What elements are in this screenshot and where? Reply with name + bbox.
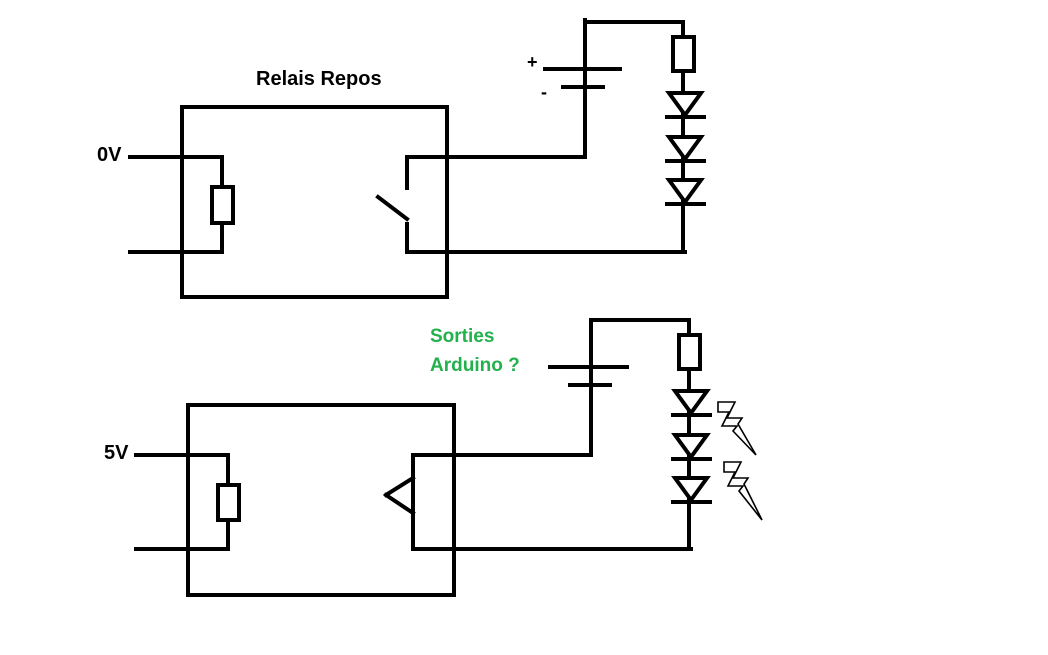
coil-wire-top [128, 155, 224, 189]
arduino-note-line2: Arduino ? [430, 355, 520, 376]
battery-minus-label: - [541, 82, 547, 102]
series-resistor [677, 333, 702, 371]
input-label-5v: 5V [104, 442, 129, 464]
switch-wire-top [405, 18, 587, 190]
series-resistor [671, 35, 696, 73]
switch-contact [375, 194, 410, 222]
relay-box [180, 105, 449, 299]
coil-resistor [210, 185, 235, 225]
transistor-collector [383, 475, 416, 498]
arduino-note-line1: Sorties [430, 326, 494, 347]
led-1-diode [665, 91, 705, 119]
led-branch-wire [583, 20, 685, 254]
input-wire-top [134, 453, 230, 487]
led-3-diode [665, 178, 705, 206]
switch-wire-bottom [405, 222, 687, 254]
led-2-diode [671, 433, 711, 461]
input-label-0v: 0V [97, 144, 122, 166]
input-wire-bottom [134, 518, 230, 551]
battery-plus-label: + [527, 52, 538, 72]
light-bolt-icon [723, 461, 763, 521]
light-bolt-icon [717, 401, 757, 456]
led-3-diode [671, 476, 711, 504]
optocoupler-box [186, 403, 456, 597]
top-circuit: Relais Repos 0V + - [97, 18, 706, 299]
input-resistor [216, 483, 241, 522]
transistor-wiring [411, 318, 693, 551]
led-branch-wire [589, 318, 691, 551]
led-2-diode [665, 135, 705, 163]
bottom-circuit: 5V Sorties Arduino ? [104, 318, 763, 597]
transistor-emitter [383, 492, 416, 516]
led-1-diode [671, 389, 711, 417]
relay-title: Relais Repos [256, 68, 382, 90]
coil-wire-bottom [128, 221, 224, 254]
